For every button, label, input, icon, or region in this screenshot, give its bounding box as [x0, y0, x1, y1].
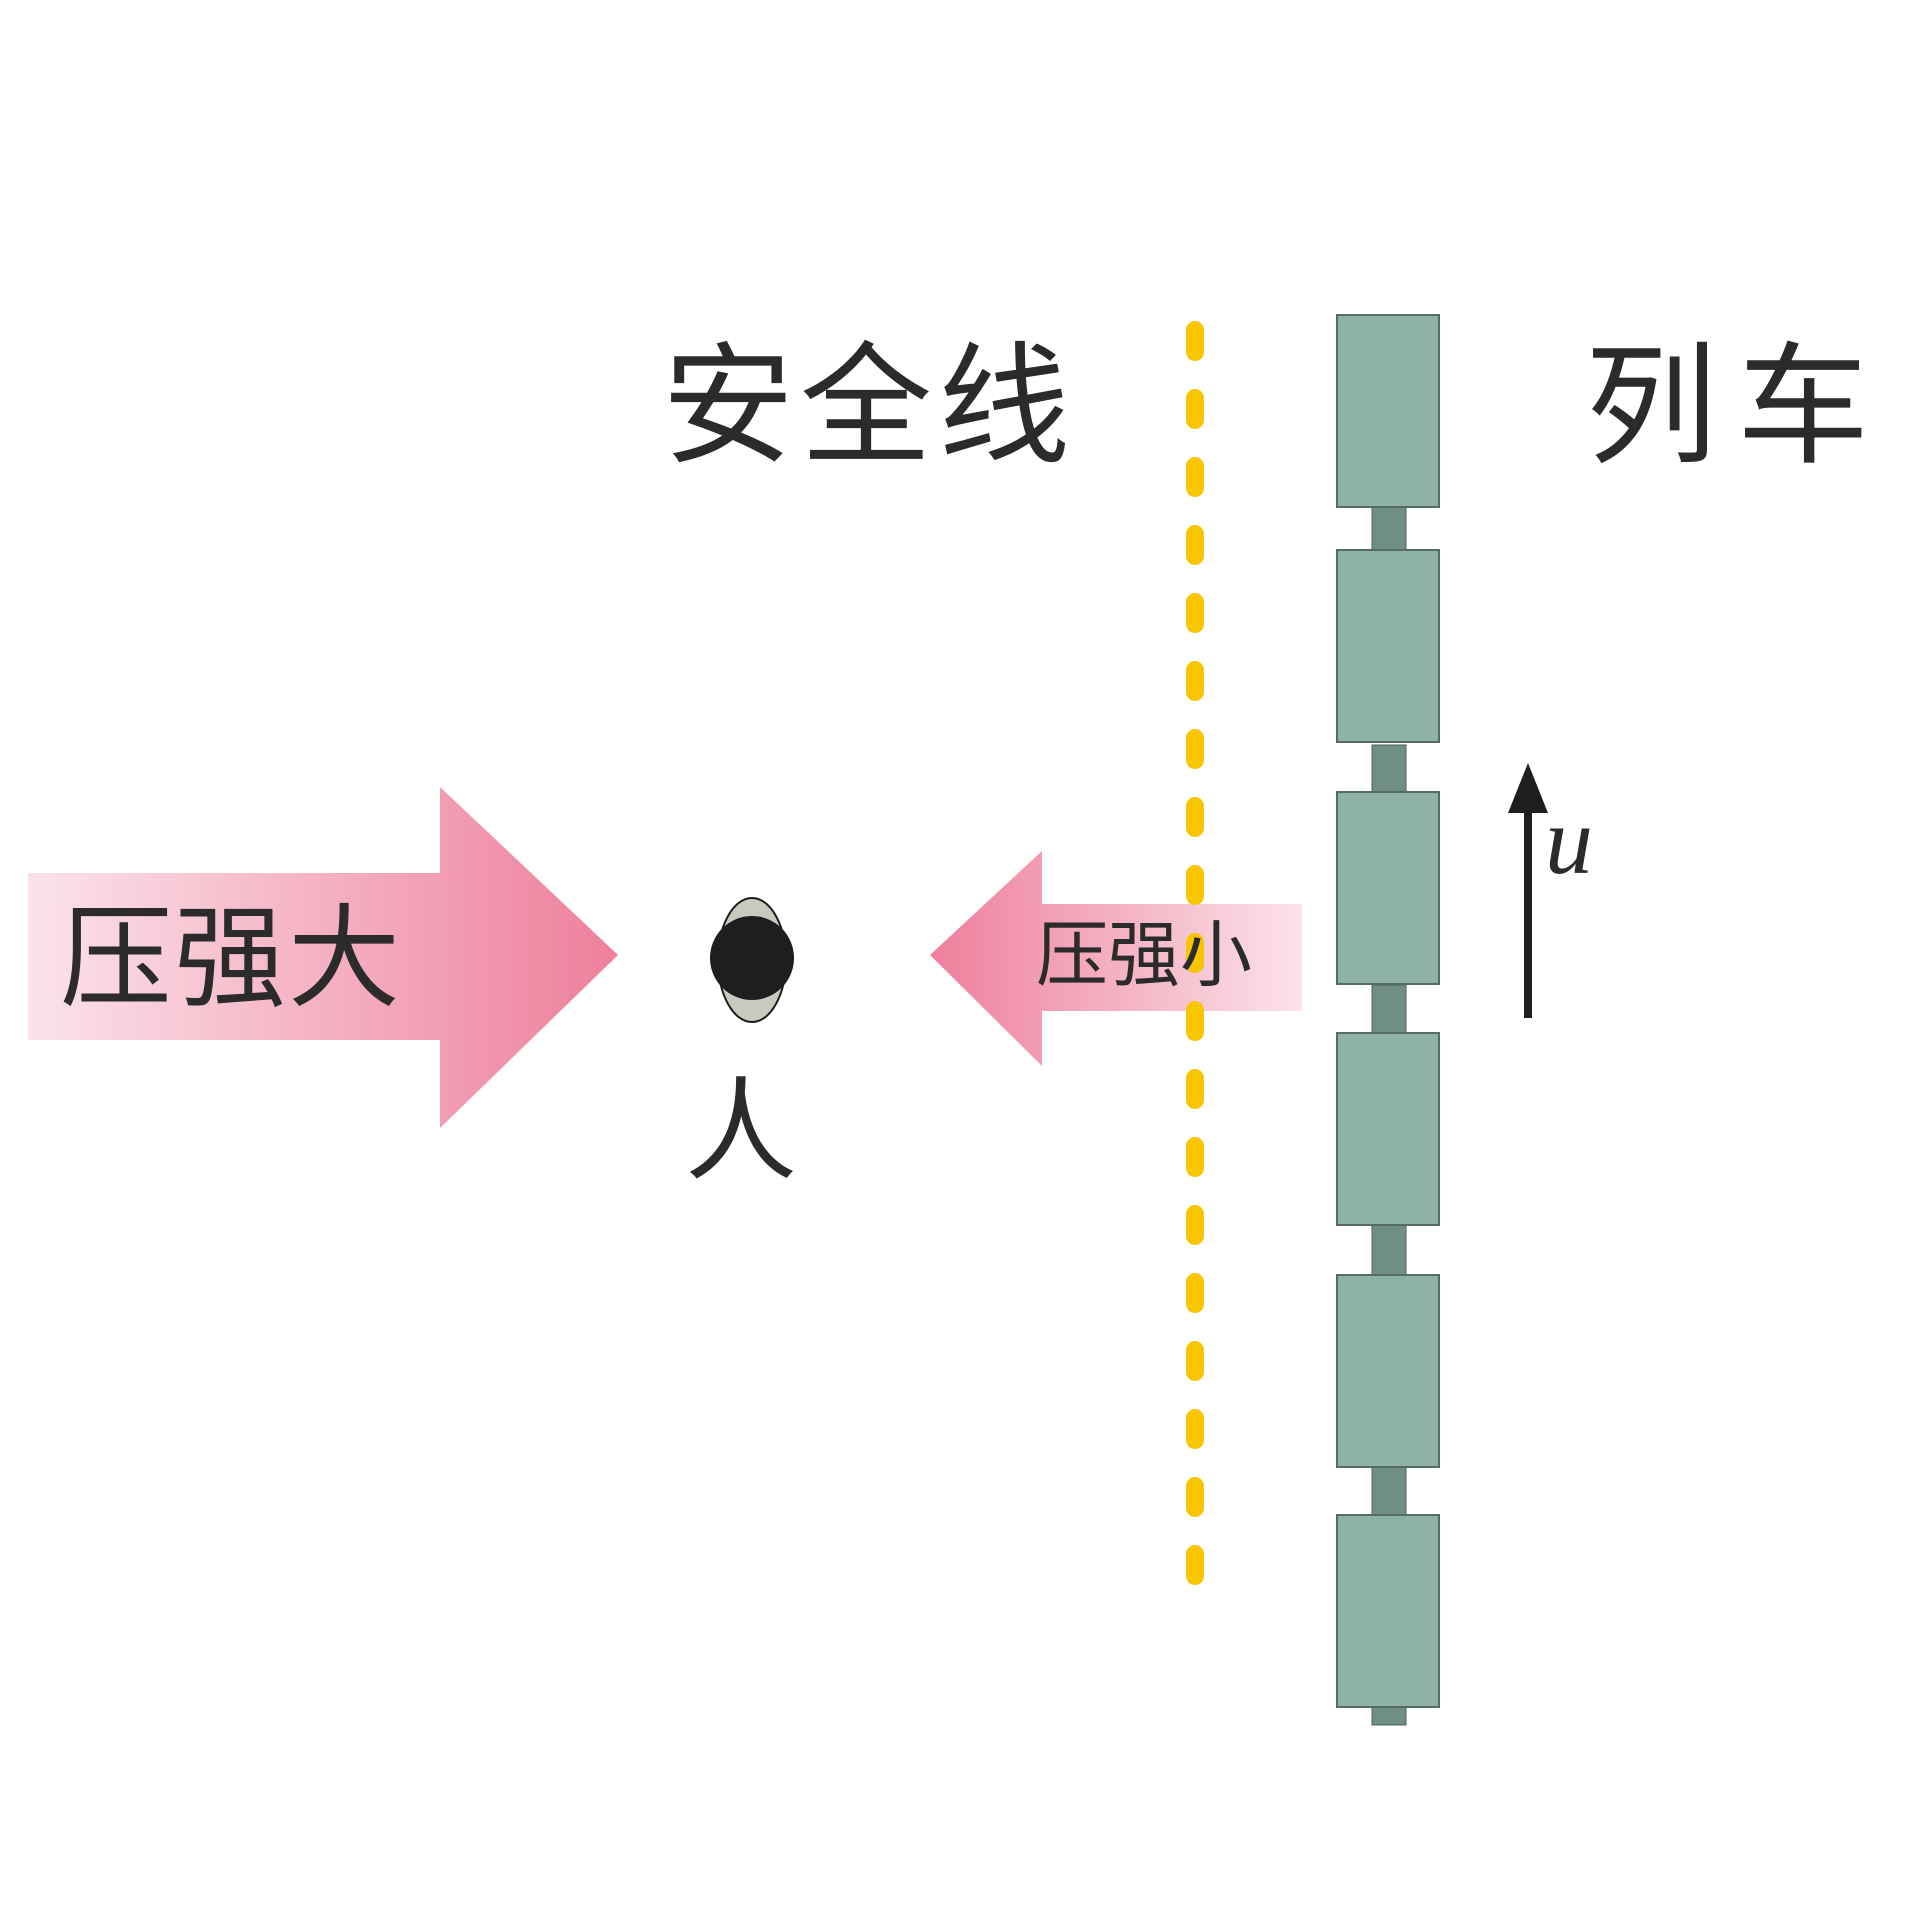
person-head — [710, 916, 794, 1000]
train-car — [1336, 791, 1440, 985]
train-coupler — [1371, 1464, 1407, 1516]
safety-line-label: 安全线 — [662, 330, 1076, 484]
train-coupler — [1371, 1224, 1407, 1276]
person-figure — [710, 897, 794, 1023]
pressure-high-arrow — [28, 787, 618, 1128]
pressure-low-label: 压强小 — [1036, 913, 1252, 997]
train-car — [1336, 314, 1440, 508]
train-label: 列车 — [1585, 330, 1889, 484]
train-car — [1336, 1032, 1440, 1226]
pressure-low-arrow — [930, 851, 1302, 1066]
velocity-label: u — [1545, 787, 1593, 894]
train-coupler — [1371, 984, 1407, 1036]
train — [1336, 314, 1440, 1726]
train-car — [1336, 549, 1440, 743]
train-coupler — [1371, 504, 1407, 551]
person-label: 人 — [685, 1067, 797, 1197]
train-car — [1336, 1274, 1440, 1468]
train-coupler — [1371, 744, 1407, 796]
velocity-arrow — [1508, 763, 1548, 1018]
train-car — [1336, 1514, 1440, 1708]
pressure-high-label: 压强大 — [60, 894, 402, 1024]
velocity-arrowhead — [1508, 763, 1548, 813]
